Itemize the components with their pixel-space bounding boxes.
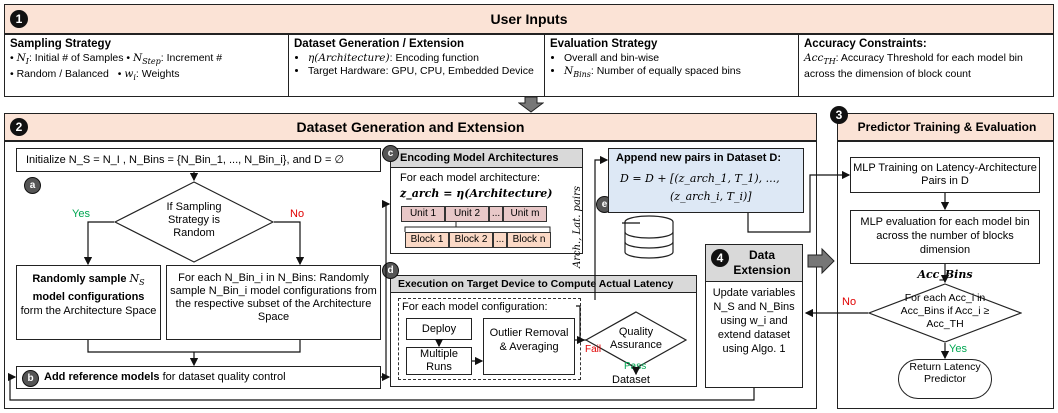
outlier-box xyxy=(483,318,575,375)
section-2-header xyxy=(4,113,817,141)
unit-cell: Unit m xyxy=(503,206,547,222)
evaluation-strategy-title: Evaluation Strategy xyxy=(550,38,658,50)
append-eq2: (z_arch_i, T_i)] xyxy=(670,190,752,203)
execution-title: Execution on Target Device to Compute Ac… xyxy=(398,278,674,290)
s3-no-label: No xyxy=(842,296,857,308)
append-eq1: D = D + [(z_arch_1, T_1), ..., xyxy=(620,172,780,185)
mlp-eval-box xyxy=(850,210,1040,264)
eval-item-1: Overall and bin-wise xyxy=(564,52,796,65)
badge-b-front: b xyxy=(22,370,39,387)
append-title: Append new pairs in Dataset D: xyxy=(616,152,782,164)
badge-d: d xyxy=(382,262,399,279)
multiple-runs-box xyxy=(406,347,472,375)
badge-2: 2 xyxy=(10,118,28,136)
badge-4: 4 xyxy=(711,249,729,267)
mlp-training-text: MLP Training on Latency-Architecture Pai… xyxy=(853,162,1037,187)
execution-header xyxy=(390,275,697,293)
block-cell: ... xyxy=(493,232,507,248)
accuracy-constraints-title: Accuracy Constraints: xyxy=(804,38,927,50)
dataset-generation-panel: Dataset Generation / Extension η(Archite… xyxy=(294,38,542,77)
exec-for-text: For each model configuration: xyxy=(402,301,548,313)
fail-label: Fail xyxy=(585,344,602,355)
block-cell: Block 1 xyxy=(405,232,449,248)
evaluation-strategy-panel: Evaluation Strategy Overall and bin-wise… xyxy=(550,38,796,81)
mlp-training-box xyxy=(850,157,1040,193)
badge-1: 1 xyxy=(10,10,28,28)
unit-block-bracket xyxy=(404,222,551,232)
pairs-label: Arch., Lat. pairs xyxy=(572,185,583,268)
block-cell: Block n xyxy=(507,232,551,248)
input-divider-2 xyxy=(544,34,545,97)
qa-text: Quality Assurance xyxy=(610,326,662,351)
balanced-sample-box xyxy=(166,265,381,340)
section-3-body xyxy=(837,141,1054,409)
data-extension-title: Data Extension xyxy=(733,248,791,277)
database-icon xyxy=(624,215,674,259)
block-cell: Block 2 xyxy=(449,232,493,248)
mlp-eval-text: MLP evaluation for each model bin across… xyxy=(860,216,1030,256)
section-2-body xyxy=(4,141,817,409)
dataset-item-2: Target Hardware: GPU, CPU, Embedded Devi… xyxy=(308,65,542,78)
sampling-strategy-panel: Sampling Strategy • NI: Initial # of Sam… xyxy=(10,38,286,84)
initialize-box xyxy=(16,148,381,172)
decision-text: If Sampling Strategy is Random xyxy=(166,201,222,239)
deploy-text: Deploy xyxy=(421,323,457,335)
random-sample-box xyxy=(16,265,161,340)
data-extension-text: Update variables N_S and N_Bins using w_… xyxy=(712,287,796,355)
s3-yes-label: Yes xyxy=(949,343,967,355)
unit-cell: ... xyxy=(489,206,503,222)
eval-item-2: NBins: Number of equally spaced bins xyxy=(564,65,796,82)
balanced-sample-text: For each N_Bin_i in N_Bins: Randomly sam… xyxy=(170,272,377,323)
multiple-runs-text: Multiple Runs xyxy=(420,348,458,373)
badge-3: 3 xyxy=(830,106,848,124)
dataset-generation-title: Dataset Generation / Extension xyxy=(294,38,464,50)
threshold-decision-diamond xyxy=(868,283,1022,343)
pass-label: Pass xyxy=(624,361,647,372)
threshold-text: For each Acc_i in Acc_Bins if Acc_i ≥ Ac… xyxy=(900,292,990,330)
user-inputs-header xyxy=(4,4,1054,34)
input-divider-3 xyxy=(798,34,799,97)
dataset-label: Dataset xyxy=(612,374,650,386)
section-2-title: Dataset Generation and Extension xyxy=(296,119,525,135)
no-label: No xyxy=(290,208,305,220)
section-3-title: Predictor Training & Evaluation xyxy=(857,120,1037,134)
initialize-text: Initialize N_S = N_I , N_Bins = {N_Bin_1… xyxy=(26,154,345,166)
sampling-item-2: • Random / Balanced • wi: Weights xyxy=(10,68,180,83)
return-predictor-text: Return Latency Predictor xyxy=(909,361,981,385)
return-predictor-box xyxy=(898,359,992,399)
encoding-formula: z_arch = η(Architecture) xyxy=(400,187,553,200)
user-inputs-title: User Inputs xyxy=(490,11,568,27)
yes-label: Yes xyxy=(72,208,90,220)
input-divider-1 xyxy=(288,34,289,97)
sampling-decision-diamond xyxy=(114,181,274,263)
encoding-line1: For each model architecture: xyxy=(400,172,541,184)
acc-bins-label: Acc_Bins xyxy=(917,268,973,281)
reference-models-text: Add reference models for dataset quality… xyxy=(44,371,286,383)
sampling-item-1: • NI: Initial # of Samples • NStep: Incr… xyxy=(10,52,223,67)
sampling-strategy-title: Sampling Strategy xyxy=(10,38,111,50)
badge-c: c xyxy=(382,145,399,162)
accuracy-text: AccTH: Accuracy Threshold for each model… xyxy=(804,52,1023,81)
unit-cell: Unit 2 xyxy=(445,206,489,222)
accuracy-constraints-panel: Accuracy Constraints: AccTH: Accuracy Th… xyxy=(804,38,1050,81)
section-3-header xyxy=(837,113,1054,141)
dataset-item-1: η(Architecture): Encoding function xyxy=(308,52,542,65)
encoding-title: Encoding Model Architectures xyxy=(400,152,559,164)
unit-cell: Unit 1 xyxy=(401,206,445,222)
outlier-text: Outlier Removal & Averaging xyxy=(489,327,569,353)
badge-a: a xyxy=(24,177,41,194)
down-arrow-icon xyxy=(518,97,544,113)
